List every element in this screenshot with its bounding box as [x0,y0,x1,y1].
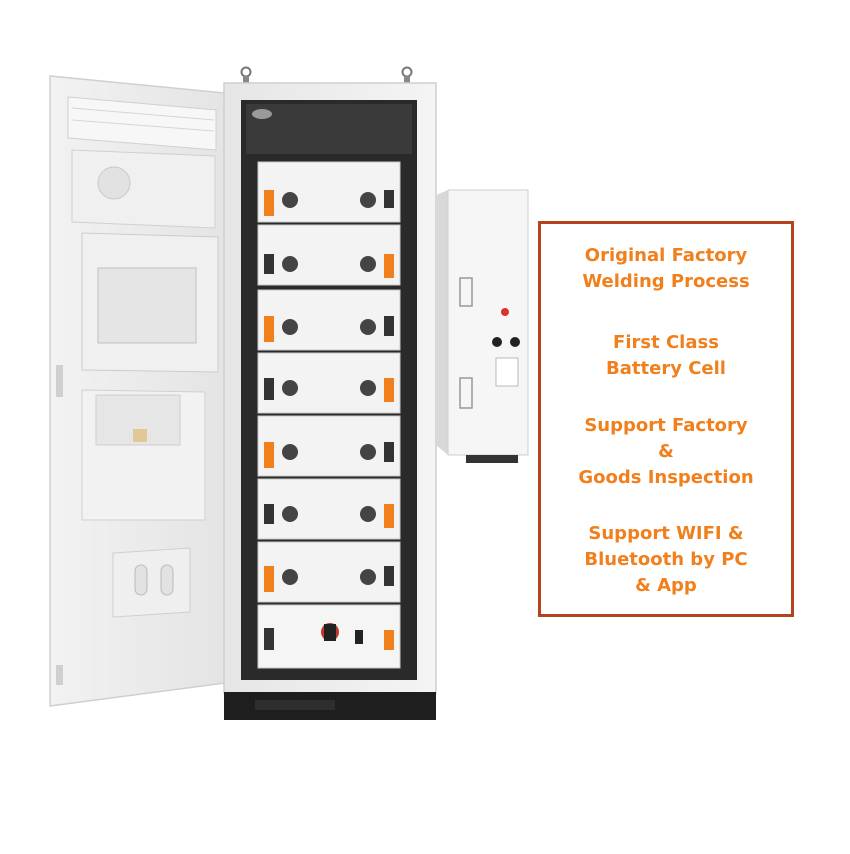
cabinet-door [49,75,226,707]
feature-welding: Original Factory Welding Process [541,243,791,295]
lifting-eyes [240,66,413,83]
battery-module [257,224,401,286]
side-control-box [436,189,529,463]
feature-line: Battery Cell [606,358,726,379]
feature-line: Original Factory [584,245,748,266]
feature-battery-cell: First Class Battery Cell [541,330,791,382]
feature-line: Support WIFI & [588,523,744,544]
feature-connectivity: Support WIFI & Bluetooth by PC & App [541,521,791,599]
feature-line: First Class [613,332,719,353]
battery-module [257,289,401,351]
battery-module [257,415,401,477]
battery-module [257,161,401,223]
feature-list-box: Original Factory Welding Process First C… [538,221,794,617]
feature-line: Goods Inspection [578,467,754,488]
control-module [257,604,401,669]
battery-modules [257,161,401,669]
battery-module [257,478,401,540]
feature-line: Support Factory [584,415,748,436]
feature-line: & [658,441,674,462]
feature-line: & App [635,575,697,596]
feature-line: Bluetooth by PC [584,549,748,570]
battery-module [257,541,401,603]
battery-module [257,352,401,414]
feature-line: Welding Process [582,271,750,292]
feature-inspection: Support Factory & Goods Inspection [541,413,791,491]
